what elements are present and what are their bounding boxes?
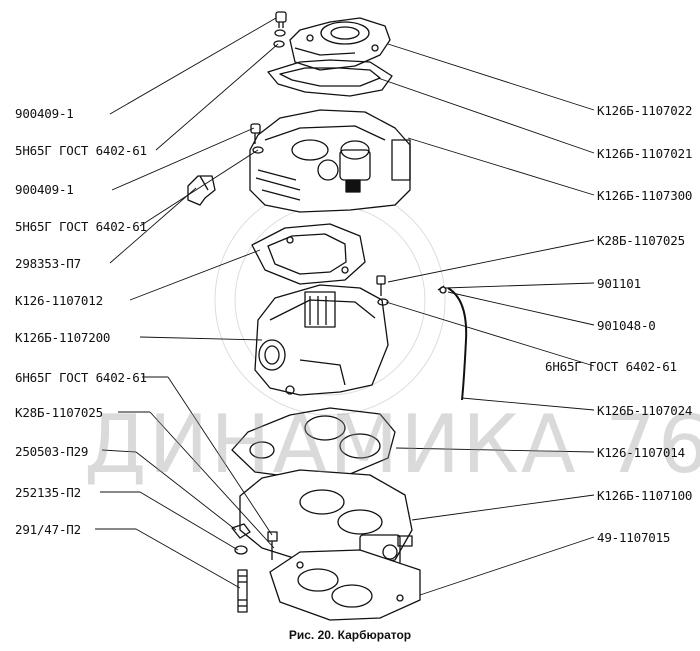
small-screw [376,275,389,306]
part-label: 291/47-П2 [15,522,81,537]
part-label: 901101 [597,276,641,291]
mid-screw [250,123,264,154]
part-label: К126Б-1107024 [597,403,693,418]
top-screw [273,11,287,48]
part-label: К126Б-1107021 [597,146,693,161]
part-label: 5Н65Г ГОСТ 6402-61 [15,219,147,234]
float-chamber-body [254,284,389,396]
part-label: К126-1107012 [15,293,103,308]
elbow-fitting [187,175,216,206]
base-flange [269,549,421,621]
part-label: 5Н65Г ГОСТ 6402-61 [15,143,147,158]
part-label: К28Б-1107025 [15,405,103,420]
part-label: К126Б-1107200 [15,330,111,345]
part-label: 900409-1 [15,182,74,197]
part-label: 901048-0 [597,318,656,333]
part-label: 252135-П2 [15,485,81,500]
cover-gasket [267,59,393,97]
figure-caption: Рис. 20. Карбюратор [288,628,412,642]
chamber-gasket [251,223,366,285]
part-label: 49-1107015 [597,530,671,545]
part-label: К28Б-1107025 [597,233,685,248]
throttle-body [239,469,413,566]
part-label: К126-1107014 [597,445,685,460]
air-horn-cover [289,17,391,71]
part-label: К126Б-1107100 [597,488,693,503]
part-label: 6Н65Г ГОСТ 6402-61 [545,359,677,374]
part-label: 250503-П29 [15,444,89,459]
rod [437,285,468,401]
part-label: К126Б-1107022 [597,103,693,118]
part-label: К126Б-1107300 [597,188,693,203]
part-label: 6Н65Г ГОСТ 6402-61 [15,370,147,385]
body-gasket [231,407,396,479]
float-chamber-cover [249,109,411,213]
leader-lines [95,17,595,596]
part-label: 298353-П7 [15,256,81,271]
part-label: 900409-1 [15,106,74,121]
nut-washer-stud [231,523,278,613]
